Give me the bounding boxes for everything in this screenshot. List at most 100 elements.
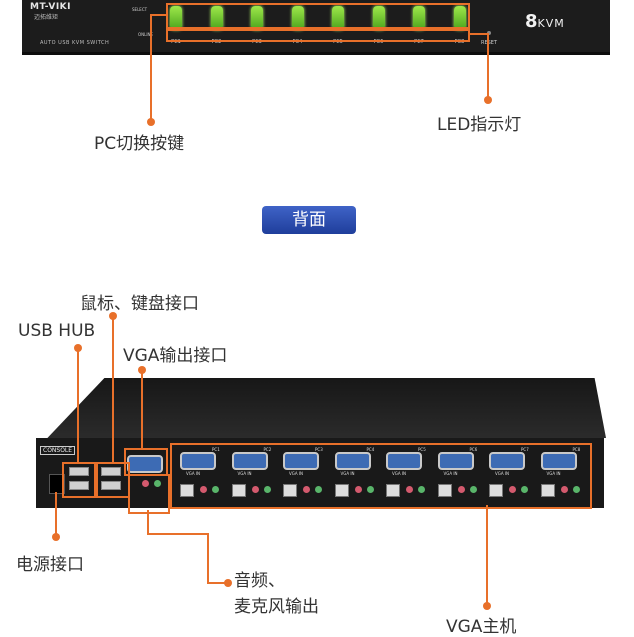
mic-jack: [251, 486, 259, 493]
reset-button[interactable]: [487, 31, 491, 35]
audio-jack: [521, 486, 528, 493]
audio-jack: [469, 486, 477, 493]
pc-switch-button[interactable]: [413, 6, 425, 30]
console-label: CONSOLE: [40, 446, 76, 455]
audio-label-line1: 音频、: [234, 571, 285, 591]
callout-line: [468, 33, 488, 35]
mouse-keyboard-label: 鼠标、键盘接口: [80, 294, 199, 314]
callout-dot: [224, 579, 232, 587]
model-text: AUTO USB KVM SWITCH: [40, 40, 110, 46]
mic-jack: [303, 486, 310, 493]
callout-dot: [484, 96, 492, 104]
pc-switch-button[interactable]: [372, 6, 385, 30]
usb-hub-highlight: [62, 462, 96, 498]
vga-in-port: [540, 452, 577, 470]
led-label: LED指示灯: [437, 115, 522, 135]
pc-switch-button[interactable]: [210, 6, 223, 30]
usb-b-port: [283, 484, 297, 497]
pc-button-label: PC2: [211, 39, 222, 45]
pc-switch-highlight: [166, 3, 470, 31]
vga-in-label: VGA IN: [186, 471, 201, 476]
vga-in-port: [231, 452, 268, 470]
host-port-label: PC3: [315, 447, 323, 452]
mic-jack: [142, 480, 149, 487]
vga-out-highlight: [124, 448, 168, 476]
audio-jack: [212, 486, 219, 493]
callout-line: [147, 510, 149, 534]
usb-b-port: [180, 484, 194, 497]
vga-in-port: [180, 452, 216, 470]
vga-out-label: VGA输出接口: [123, 346, 228, 366]
usb-b-port: [231, 484, 246, 497]
host-port-label: PC1: [212, 447, 220, 452]
vga-in-label: VGA IN: [443, 471, 458, 476]
vga-in-label: VGA IN: [546, 471, 561, 476]
callout-line: [77, 348, 79, 462]
vga-in-port: [437, 452, 474, 470]
audio-jack: [572, 486, 580, 493]
usb-b-port: [540, 484, 555, 497]
audio-jack: [418, 486, 425, 493]
callout-line: [207, 533, 209, 583]
vga-in-port: [489, 452, 525, 470]
select-label: SELECT: [132, 7, 148, 12]
usb-port: [69, 481, 89, 490]
callout-dot: [147, 118, 155, 126]
kvm-logo: 8KVM: [525, 11, 565, 32]
host-port-label: PC8: [572, 447, 581, 452]
usb-b-port: [386, 484, 400, 497]
back-badge: 背面: [262, 206, 356, 234]
mic-jack: [509, 486, 516, 493]
mic-jack: [560, 486, 568, 493]
reset-label: RESET: [481, 40, 498, 46]
led-highlight: [166, 27, 470, 42]
vga-in-label: VGA IN: [237, 471, 252, 476]
pc-switch-button[interactable]: [453, 6, 466, 30]
vga-in-port: [283, 452, 319, 470]
pc-button-label: PC8: [454, 39, 465, 45]
callout-line: [55, 492, 57, 538]
audio-jack: [263, 486, 271, 493]
device-top: [47, 378, 606, 438]
audio-label-line2: 麦克风输出: [234, 597, 319, 617]
audio-jack: [315, 486, 322, 493]
usb-b-port: [489, 484, 503, 497]
audio-jack: [154, 480, 161, 487]
vga-in-label: VGA IN: [289, 471, 304, 476]
callout-dot: [109, 312, 117, 320]
callout-line: [487, 33, 489, 99]
pc-switch-button[interactable]: [291, 6, 304, 30]
vga-in-label: VGA IN: [392, 471, 407, 476]
callout-dot: [74, 344, 82, 352]
mic-jack: [457, 486, 465, 493]
vga-in-port: [334, 452, 371, 470]
pc-button-label: PC7: [414, 39, 424, 45]
pc-switch-button[interactable]: [170, 6, 182, 30]
pc-switch-button[interactable]: [332, 6, 344, 30]
brand-sub: 迈拓维矩: [34, 14, 59, 21]
brand-logo: MT-VIKI: [30, 2, 71, 12]
vga-in-label: VGA IN: [340, 471, 355, 476]
online-label: ONLINE: [138, 32, 154, 37]
mic-jack: [406, 486, 413, 493]
callout-dot: [483, 602, 491, 610]
callout-dot: [52, 533, 60, 541]
usb-hub-label: USB HUB: [18, 321, 96, 341]
pc-switch-button[interactable]: [251, 6, 263, 30]
usb-b-port: [334, 484, 349, 497]
audio-highlight: [128, 474, 170, 514]
callout-line: [112, 316, 114, 462]
callout-line: [207, 582, 227, 584]
pc-switch-label: PC切换按键: [94, 134, 185, 154]
callout-line: [150, 14, 152, 122]
callout-dot: [138, 366, 146, 374]
usb-port: [101, 481, 121, 490]
host-port-label: PC5: [418, 447, 426, 452]
vga-host-highlight: [170, 443, 592, 509]
power-label: 电源接口: [16, 555, 84, 575]
vga-host-label: VGA主机: [446, 617, 517, 637]
usb-port: [101, 467, 121, 476]
callout-line: [486, 505, 488, 605]
callout-line: [147, 533, 209, 535]
callout-line: [141, 370, 143, 448]
